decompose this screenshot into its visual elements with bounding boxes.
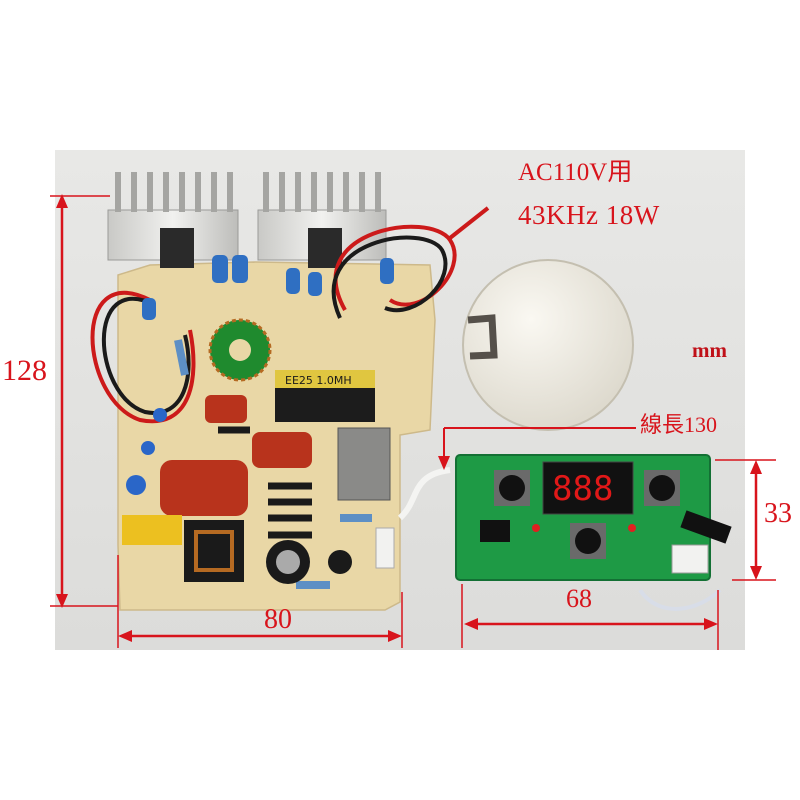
svg-text:EE25 1.0MH: EE25 1.0MH	[285, 374, 352, 387]
spec-frequency-power-label: 43KHz 18W	[518, 200, 660, 230]
diodes	[218, 426, 312, 539]
dimension-lines	[50, 194, 776, 650]
relay	[337, 427, 391, 501]
board-width-label: 80	[264, 604, 292, 635]
transformer: EE25 1.0MH	[275, 370, 375, 422]
choke	[184, 520, 244, 582]
wire-length-label: 線長130	[640, 412, 718, 437]
panel-height-label: 33	[764, 498, 792, 529]
toroid-inductor	[208, 318, 272, 382]
spec-voltage-label: AC110V用	[518, 159, 633, 186]
control-panel: 888	[397, 454, 732, 611]
panel-buttons	[494, 470, 680, 559]
resistors	[174, 339, 372, 589]
piezo-disc	[462, 259, 634, 431]
panel-width-label: 68	[566, 584, 592, 613]
power-board: EE25 1.0MH	[90, 172, 490, 611]
unit-label: mm	[692, 338, 727, 362]
fuse-holder	[122, 515, 182, 545]
svg-text:888: 888	[552, 469, 613, 509]
heatsink-left	[107, 172, 239, 268]
wire-loop-right	[331, 206, 490, 319]
board-height-label: 128	[2, 354, 47, 387]
heatsink-right	[257, 172, 387, 268]
ceramic-capacitors	[126, 408, 167, 495]
wire-loop-left	[90, 290, 196, 424]
board-connector	[375, 527, 395, 569]
film-capacitors	[160, 395, 312, 516]
small-capacitors	[142, 255, 394, 320]
